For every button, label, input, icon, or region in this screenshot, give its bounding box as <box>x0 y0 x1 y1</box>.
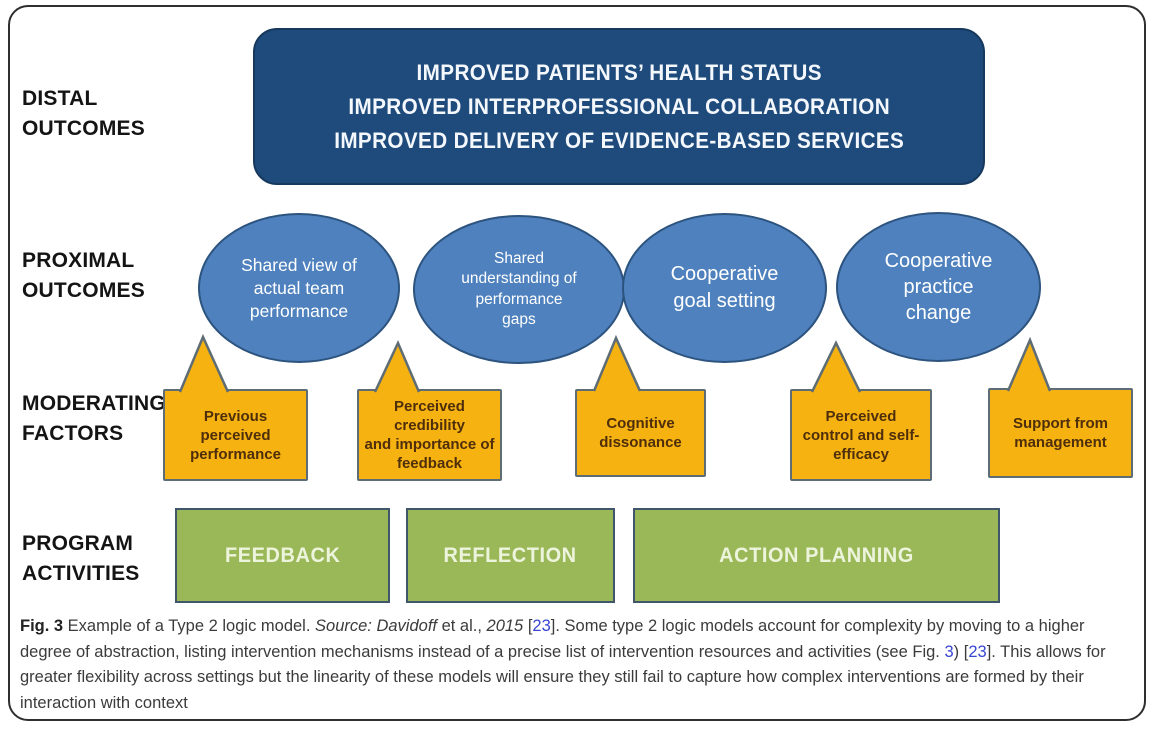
distal-outcomes-box: IMPROVED PATIENTS’ HEALTH STATUS IMPROVE… <box>253 28 985 185</box>
reference-link-23[interactable]: 23 <box>968 642 987 661</box>
caption-text: et al., <box>437 617 487 635</box>
figure-link-3[interactable]: 3 <box>944 642 954 661</box>
callout-perceived-credibility: Perceived credibility and importance of … <box>357 389 502 481</box>
figure-frame <box>8 5 1146 721</box>
program-box-feedback: FEEDBACK <box>175 508 390 603</box>
callout-cognitive-dissonance: Cognitive dissonance <box>575 389 706 477</box>
callout-tail <box>178 333 230 393</box>
figure-caption: Fig. 3 Example of a Type 2 logic model. … <box>20 614 1132 716</box>
row-label-distal-outcomes: DISTAL OUTCOMES <box>22 87 145 140</box>
caption-text: ]. This allows for greater flexibility a… <box>20 642 1106 712</box>
callout-perceived-control: Perceived control and self- efficacy <box>790 389 932 481</box>
row-label-moderating-factors: MODERATING FACTORS <box>22 392 166 445</box>
proximal-ellipse-shared-view: Shared view of actual team performance <box>198 213 400 363</box>
caption-fig-label: Fig. 3 <box>20 617 64 635</box>
caption-source: Source: Davidoff <box>315 617 437 635</box>
program-box-action-planning: ACTION PLANNING <box>633 508 1000 603</box>
callout-tail <box>592 334 642 392</box>
caption-year: 2015 <box>486 617 524 635</box>
caption-text: [ <box>523 617 533 635</box>
row-label-proximal-outcomes: PROXIMAL OUTCOMES <box>22 249 145 302</box>
proximal-ellipse-practice-change: Cooperative practice change <box>836 212 1041 362</box>
proximal-ellipse-shared-understanding: Shared understanding of performance gaps <box>413 215 625 364</box>
proximal-ellipse-goal-setting: Cooperative goal setting <box>622 213 827 363</box>
callout-tail <box>373 339 421 393</box>
reference-link-23[interactable]: 23 <box>532 617 551 635</box>
callout-support-management: Support from management <box>988 388 1133 478</box>
caption-text: ) [ <box>953 642 969 661</box>
caption-text: ]. Some type 2 logic models account for … <box>20 617 1085 661</box>
program-box-reflection: REFLECTION <box>406 508 615 603</box>
row-label-program-activities: PROGRAM ACTIVITIES <box>22 532 140 585</box>
callout-tail <box>810 340 862 393</box>
caption-text: Example of a Type 2 logic model. <box>63 617 316 635</box>
callout-tail <box>1006 336 1052 392</box>
distal-outcomes-text: IMPROVED PATIENTS’ HEALTH STATUS IMPROVE… <box>333 59 905 153</box>
callout-previous-performance: Previous perceived performance <box>163 389 308 481</box>
